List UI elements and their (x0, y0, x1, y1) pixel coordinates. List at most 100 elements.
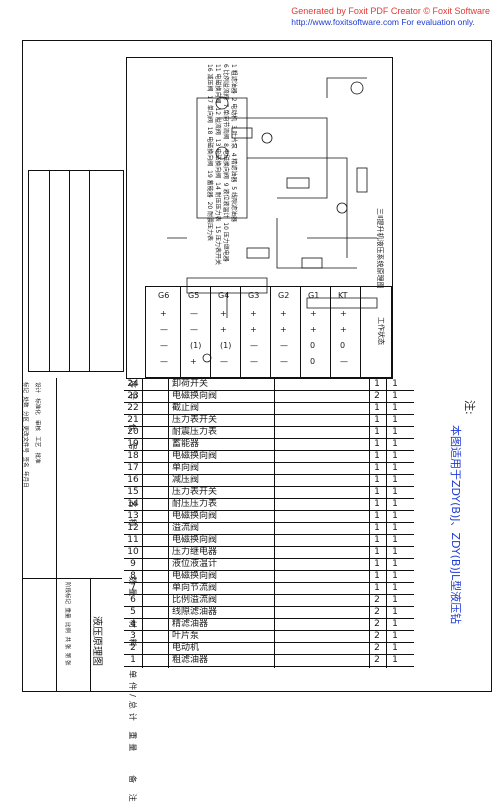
diagram-legend-left: 1 粗滤油器 2 电动机 3 叶片泵 4 精滤油器 5 线隙滤油器 (230, 64, 239, 222)
part-qty: 2 (374, 643, 380, 653)
state-value: (1) (220, 341, 232, 350)
part-no: 18 (127, 451, 139, 461)
state-value: 0 (340, 341, 346, 350)
state-label: G3 (248, 291, 260, 300)
part-qty-2: 1 (392, 475, 398, 485)
state-value: — (280, 357, 288, 366)
part-qty: 2 (374, 391, 380, 401)
part-no: 15 (127, 487, 139, 497)
tb-label: 共 张 (64, 636, 70, 650)
part-qty-2: 1 (392, 439, 398, 449)
tb-label: 标记 (22, 382, 28, 394)
note-label: 注: (463, 400, 476, 415)
legend-item: 20 耐震压力表 (206, 201, 213, 242)
legend-item: 13 电磁换向阀 (214, 138, 221, 179)
tb-label: 年月日 (22, 471, 28, 488)
part-name: 电磁换向阀 (172, 511, 218, 521)
state-value: + (250, 309, 257, 318)
state-row: G5——(1)+ (182, 287, 211, 377)
part-name: 电磁换向阀 (172, 535, 218, 545)
part-no: 1 (130, 655, 136, 665)
part-qty: 1 (374, 475, 380, 485)
state-value: + (190, 357, 197, 366)
tb-label: 标准化 (34, 398, 40, 415)
part-no: 3 (130, 631, 136, 641)
part-qty: 2 (374, 619, 380, 629)
part-name: 溢流阀 (172, 523, 200, 533)
part-qty-2: 1 (392, 619, 398, 629)
part-qty-2: 1 (392, 583, 398, 593)
part-qty-2: 1 (392, 487, 398, 497)
state-value: — (160, 341, 168, 350)
part-name: 压力表开关 (172, 415, 218, 425)
part-no: 4 (130, 619, 136, 629)
tb-label: 处数 (22, 396, 28, 408)
part-qty: 1 (374, 379, 380, 389)
state-value: 0 (310, 341, 316, 350)
part-no: 23 (127, 391, 139, 401)
part-name: 减压阀 (172, 475, 200, 485)
part-name: 线隙滤油器 (172, 607, 218, 617)
part-qty: 1 (374, 415, 380, 425)
state-label: G1 (308, 291, 320, 300)
part-qty-2: 1 (392, 631, 398, 641)
part-qty: 1 (374, 511, 380, 521)
part-name: 电磁换向阀 (172, 451, 218, 461)
header-no: 序号 (128, 380, 137, 404)
legend-item: 18 电磁换向阀 (206, 126, 213, 167)
tb-label: 比例 (64, 622, 70, 634)
legend-item: 8 电磁换向阀 (222, 143, 229, 179)
part-qty: 1 (374, 451, 380, 461)
state-label: G4 (218, 291, 230, 300)
part-name: 卸荷开关 (172, 379, 209, 389)
revision-table (28, 170, 124, 372)
state-value: + (280, 325, 287, 334)
part-qty: 1 (374, 427, 380, 437)
state-row: G3++—— (242, 287, 271, 377)
legend-item: 14 耐压压力表 (214, 182, 221, 222)
part-name: 液位液温计 (172, 559, 218, 569)
state-label: G6 (158, 291, 170, 300)
part-no: 6 (130, 595, 136, 605)
part-qty: 2 (374, 595, 380, 605)
part-no: 7 (130, 583, 136, 593)
part-qty-2: 1 (392, 463, 398, 473)
part-qty-2: 1 (392, 571, 398, 581)
watermark-line1: Generated by Foxit PDF Creator © Foxit S… (291, 6, 490, 16)
part-name: 比例溢流阀 (172, 595, 218, 605)
part-qty-2: 1 (392, 559, 398, 569)
part-no: 19 (127, 439, 139, 449)
part-qty-2: 1 (392, 535, 398, 545)
part-qty: 1 (374, 463, 380, 473)
state-label: G5 (188, 291, 200, 300)
state-value: (1) (190, 341, 202, 350)
part-qty: 1 (374, 439, 380, 449)
title-labels: 标记 处数 分区 更改文件号 签名 年月日 (22, 382, 30, 488)
part-qty: 1 (374, 583, 380, 593)
hydraulic-diagram: 1 粗滤油器 2 电动机 3 叶片泵 4 精滤油器 5 线隙滤油器 6 比例溢流… (126, 57, 393, 379)
header-remark: 备 注 (128, 775, 137, 806)
state-value: — (190, 325, 198, 334)
part-name: 电磁换向阀 (172, 391, 218, 401)
part-no: 5 (130, 607, 136, 617)
tb-label: 第 张 (64, 652, 70, 666)
legend-item: 12 溢流阀 (214, 107, 221, 135)
state-value: + (340, 309, 347, 318)
part-name: 电磁换向阀 (172, 571, 218, 581)
part-no: 24 (127, 379, 139, 389)
part-no: 20 (127, 427, 139, 437)
header-material: 材 料 (128, 620, 137, 651)
state-row: KT++0— (332, 287, 361, 377)
